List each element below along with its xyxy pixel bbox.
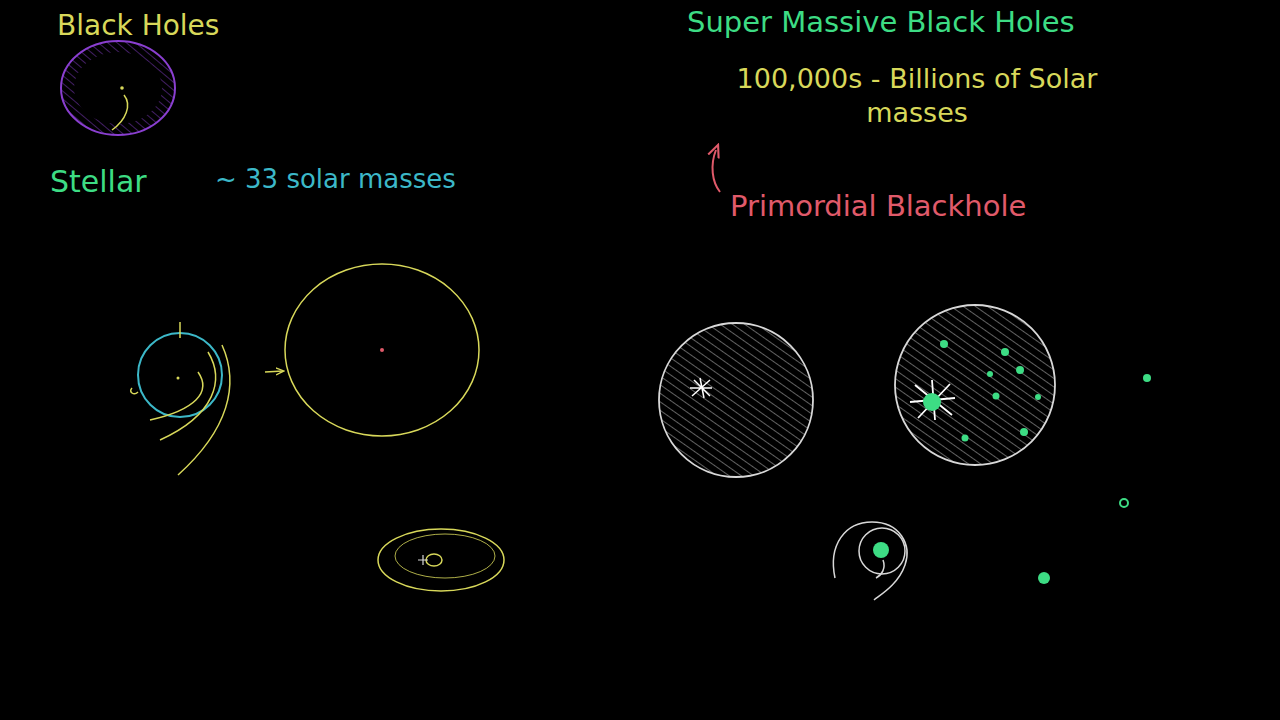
- title-text: Black Holes: [57, 8, 219, 43]
- accretion-disk-sketch: [378, 529, 504, 591]
- pointer-arrow: [713, 150, 720, 192]
- category-label: Super Massive Black Holes: [687, 4, 1075, 40]
- mass-label: 100,000s - Billions of Solar masses: [712, 62, 1122, 130]
- black-hole-sketch: [61, 41, 175, 135]
- origin-label: Primordial Blackhole: [730, 188, 1026, 224]
- early-universe-sketch: [659, 305, 1151, 600]
- mass-label: ~ 33 solar masses: [215, 163, 456, 196]
- star-collapse-sketch: [131, 264, 479, 475]
- category-label: Stellar: [50, 163, 147, 201]
